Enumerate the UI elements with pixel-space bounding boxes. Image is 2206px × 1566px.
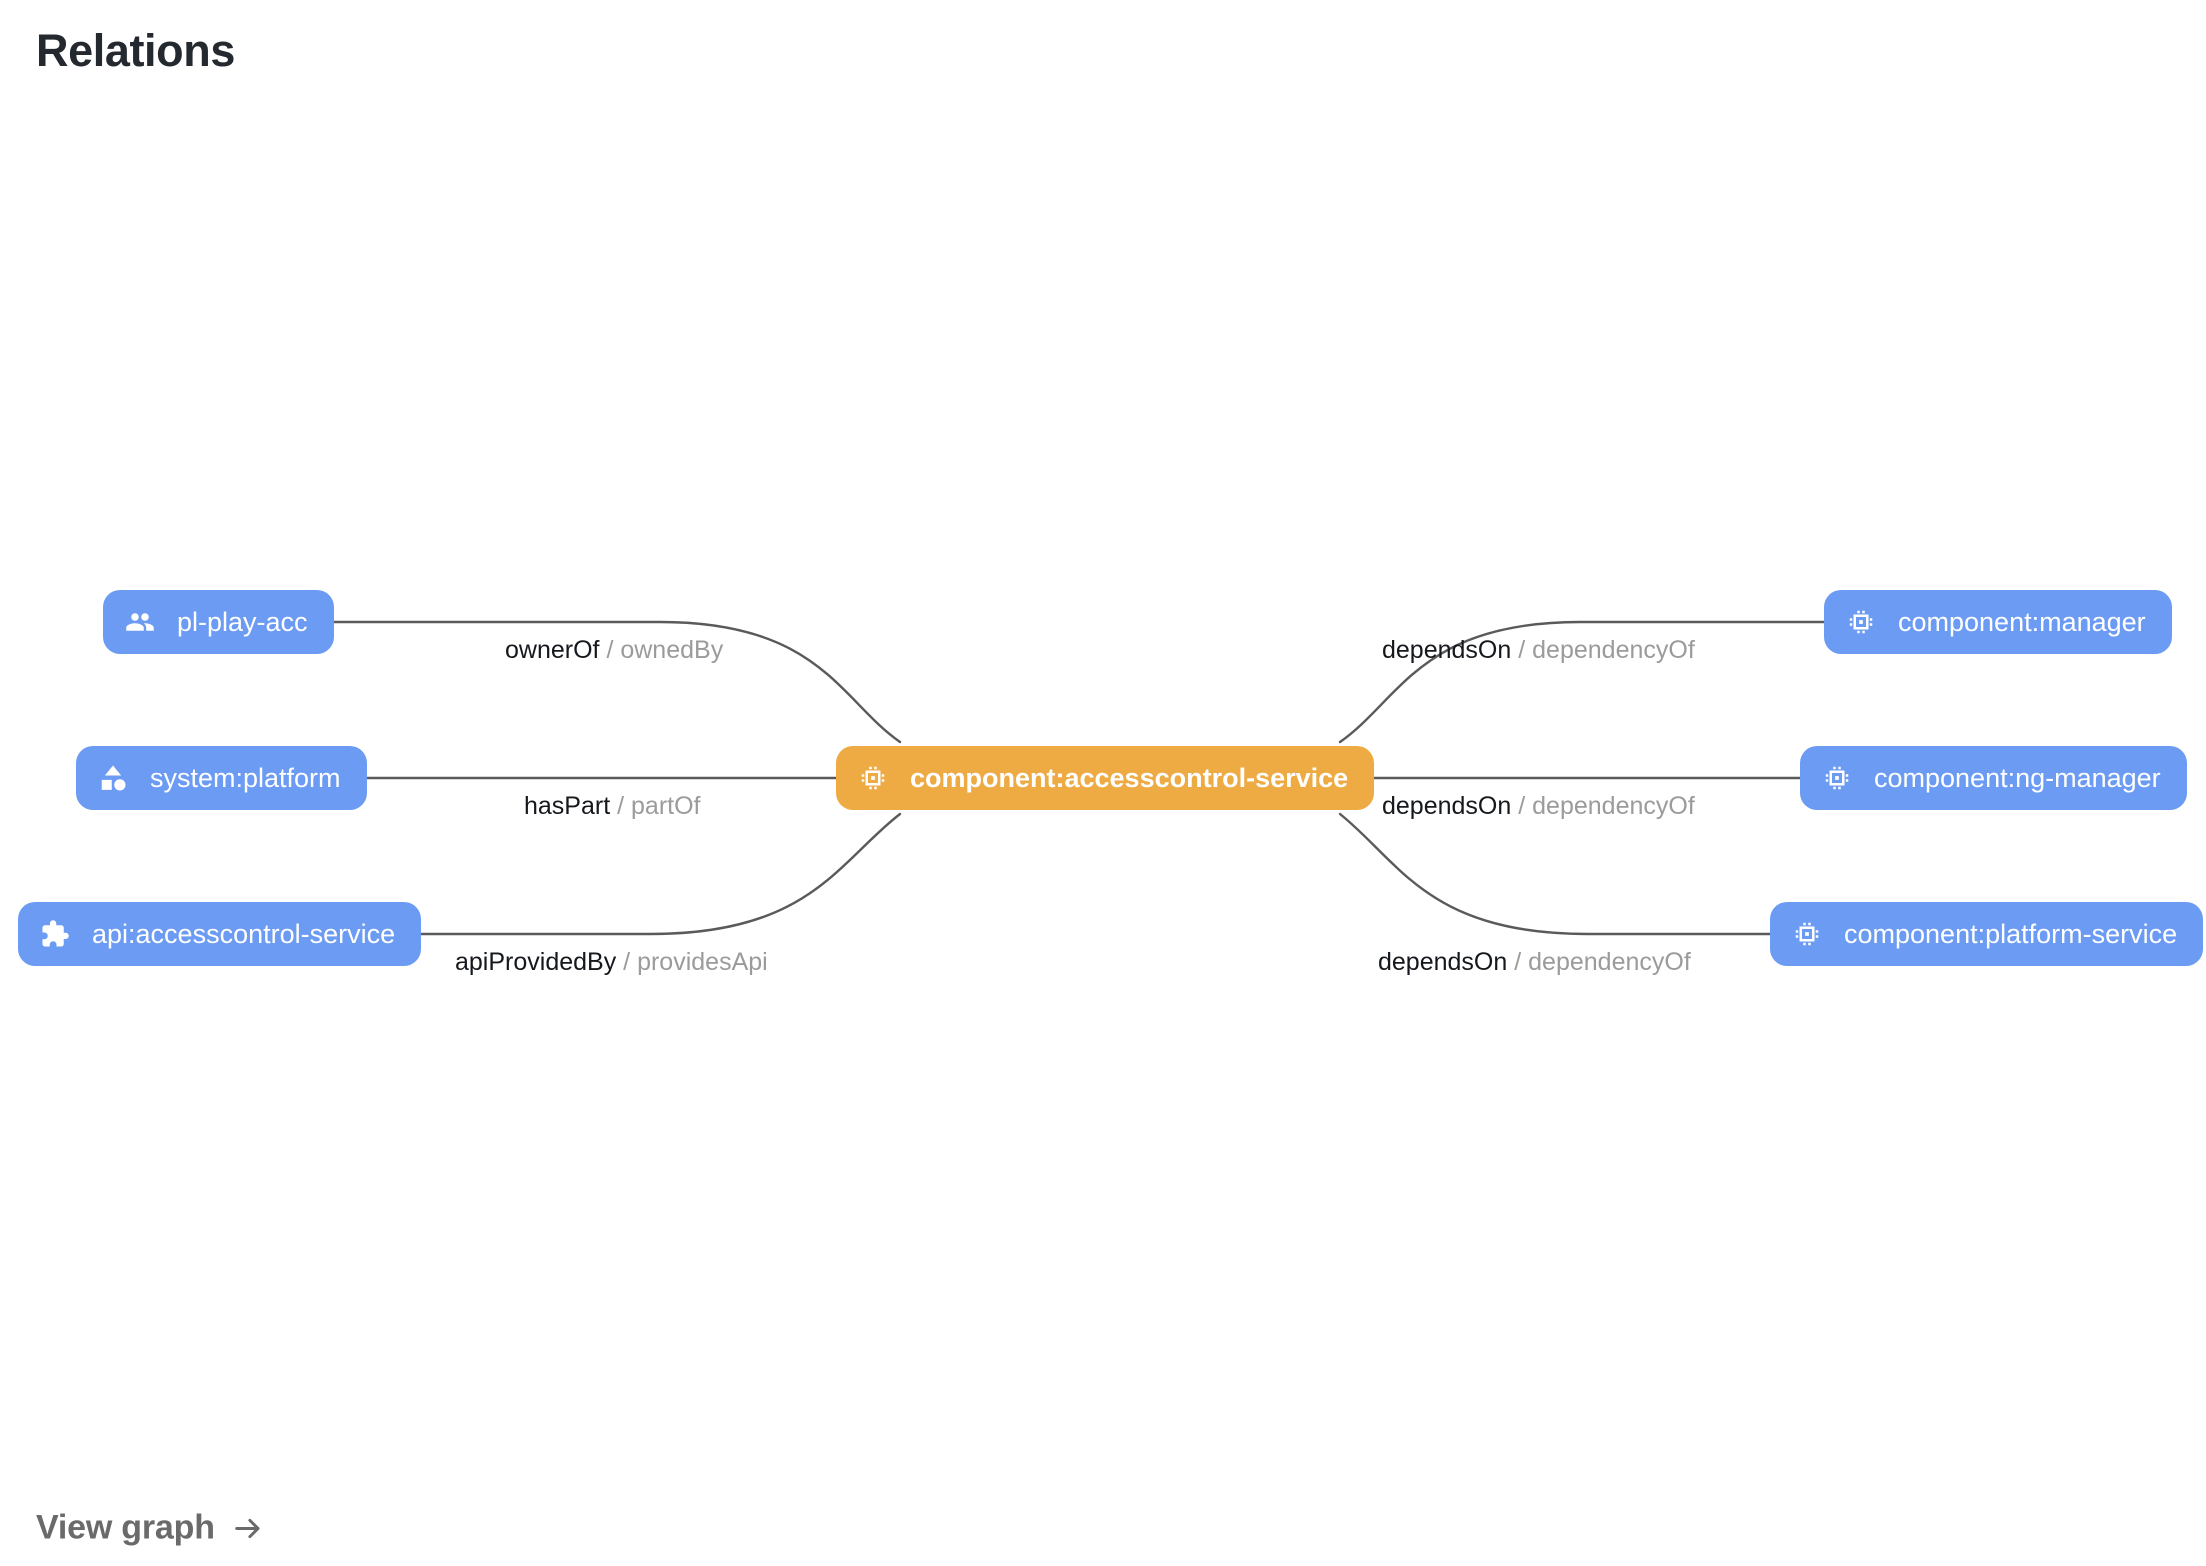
chip-icon bbox=[1822, 763, 1852, 793]
puzzle-icon bbox=[40, 919, 70, 949]
chip-icon bbox=[858, 763, 888, 793]
graph-node-pl-play-acc[interactable]: pl-play-acc bbox=[103, 590, 334, 654]
edge-path-dependson-platform-service bbox=[1338, 812, 1772, 936]
edge-label-dependson-ng-manager: dependsOn / dependencyOf bbox=[1382, 792, 1695, 820]
category-icon bbox=[98, 763, 128, 793]
graph-node-label: component:manager bbox=[1898, 606, 2146, 637]
page-title: Relations bbox=[36, 25, 235, 76]
arrow-right-icon bbox=[229, 1513, 267, 1543]
graph-node-component-platform-service[interactable]: component:platform-service bbox=[1770, 902, 2204, 966]
chip-icon bbox=[1792, 919, 1822, 949]
edge-label-apiprovidedby: apiProvidedBy / providesApi bbox=[455, 948, 768, 976]
edge-label-haspart: hasPart / partOf bbox=[524, 792, 701, 820]
graph-node-component-ng-manager[interactable]: component:ng-manager bbox=[1800, 746, 2187, 810]
graph-node-label: pl-play-acc bbox=[177, 606, 308, 637]
graph-node-component-accesscontrol-service[interactable]: component:accesscontrol-service bbox=[836, 746, 1375, 810]
edge-label-dependson-manager: dependsOn / dependencyOf bbox=[1382, 636, 1695, 664]
edge-path-dependson-manager bbox=[1338, 620, 1826, 744]
graph-node-label: component:ng-manager bbox=[1874, 762, 2161, 793]
graph-node-component-manager[interactable]: component:manager bbox=[1824, 590, 2172, 654]
graph-node-label: api:accesscontrol-service bbox=[92, 918, 396, 949]
group-icon bbox=[125, 607, 155, 637]
graph-node-label: component:platform-service bbox=[1844, 918, 2178, 949]
view-graph-label: View graph bbox=[36, 1508, 215, 1547]
edge-path-ownerof bbox=[326, 620, 902, 744]
view-graph-link[interactable]: View graph bbox=[36, 1509, 267, 1548]
edge-label-dependson-platform-service: dependsOn / dependencyOf bbox=[1378, 948, 1691, 976]
graph-node-label: system:platform bbox=[150, 762, 341, 793]
chip-icon bbox=[1846, 607, 1876, 637]
graph-node-api-accesscontrol-service[interactable]: api:accesscontrol-service bbox=[18, 902, 422, 966]
edge-label-ownerof: ownerOf / ownedBy bbox=[505, 636, 724, 664]
graph-node-label: component:accesscontrol-service bbox=[910, 762, 1349, 793]
graph-node-system-platform[interactable]: system:platform bbox=[76, 746, 367, 810]
